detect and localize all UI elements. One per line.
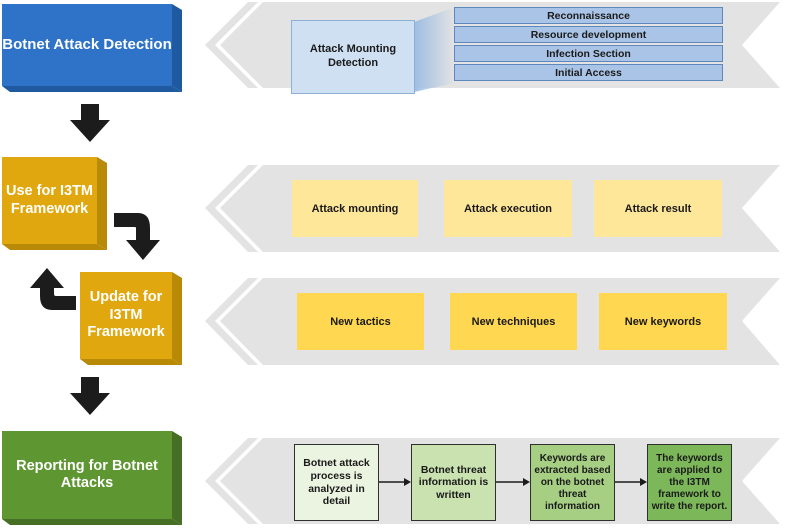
stage-box-report [2,431,182,525]
use-item-attack-mounting: Attack mounting [292,180,418,237]
step-arrow-icon [496,478,530,486]
update-item-new-keywords: New keywords [599,293,727,350]
stage-label-detection: Botnet Attack Detection [2,36,172,53]
stage-label-use: Use for I3TM Framework [6,183,94,217]
down-arrow-icon [70,104,110,142]
attack-mounting-detection-box: Attack Mounting Detection [291,20,415,94]
report-step-apply: The keywords are applied to the I3TM fra… [647,444,732,521]
down-arrow-icon [70,377,110,415]
stage-box-use [2,157,107,250]
update-item-new-tactics: New tactics [297,293,424,350]
detection-item-reconnaissance: Reconnaissance [454,7,723,24]
stage-label-update: Update for I3TM Framework [87,289,165,341]
curved-arrow-down-icon [114,213,160,260]
use-item-attack-result: Attack result [594,180,722,237]
use-item-attack-execution: Attack execution [444,180,572,237]
report-step-extract: Keywords are extracted based on the botn… [530,444,615,521]
step-arrow-icon [615,478,647,486]
stage-box-update [80,272,182,365]
stage-box-detection [2,4,182,92]
step-arrow-icon [379,478,411,486]
stage-label-report: Reporting for Botnet Attacks [16,457,158,491]
update-item-new-techniques: New techniques [450,293,577,350]
report-step-write: Botnet threat information is written [411,444,496,521]
detection-item-infection-section: Infection Section [454,45,723,62]
report-step-analyze: Botnet attack process is analyzed in det… [294,444,379,521]
detection-item-initial-access: Initial Access [454,64,723,81]
detection-connector-fade [414,7,455,92]
curved-arrow-up-icon [30,268,76,310]
detection-item-resource-development: Resource development [454,26,723,43]
